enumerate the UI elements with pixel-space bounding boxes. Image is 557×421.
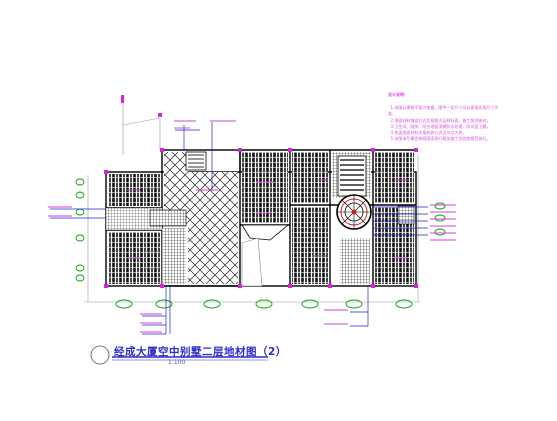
zone-room-mid-upper bbox=[292, 152, 328, 203]
planters bbox=[75, 178, 446, 309]
design-note-line: 1.本图以建筑平面为依据，图中一切尺寸均以现场实测尺寸为准， bbox=[388, 105, 499, 117]
leader-tags bbox=[48, 120, 456, 333]
stair-details bbox=[185, 151, 367, 287]
leader-lines bbox=[50, 122, 428, 335]
zone-living-diamond bbox=[188, 172, 238, 284]
zone-strip-left bbox=[106, 208, 162, 230]
design-note-line: 5.本图未尽事宜参照国家现行相关施工及验收规范执行。 bbox=[390, 135, 491, 141]
medallion bbox=[336, 194, 372, 230]
design-note-line: 2.地面材料铺设方式及规格详见材料表，施工前须核对， bbox=[390, 117, 491, 123]
design-notes: 设计说明： 1.本图以建筑平面为依据，图中一切尺寸均以现场实测尺寸为准， 2.地… bbox=[388, 80, 500, 142]
zone-room-mid-lower bbox=[292, 207, 328, 284]
drawing-scale: 1:100 bbox=[168, 359, 186, 366]
column-markers bbox=[104, 95, 418, 288]
drawing-title: 经成大厦空中别墅二层地材图（2） bbox=[114, 346, 287, 358]
dimension-lines bbox=[84, 100, 420, 303]
zone-room-right-upper bbox=[375, 152, 414, 203]
zone-room-center-upper bbox=[242, 152, 288, 223]
zone-bath-left bbox=[162, 228, 186, 284]
title-circle-marker bbox=[90, 345, 110, 365]
zone-bath-right bbox=[340, 238, 370, 284]
design-note-line: 4.各类地面材料交接处收口详见节点大样， bbox=[390, 129, 467, 135]
design-notes-heading: 设计说明： bbox=[388, 92, 408, 98]
fixture-block bbox=[149, 205, 415, 227]
design-note-line: 3.卫生间、厨房、阳台地面须做防水处理，防水层上翻， bbox=[390, 123, 491, 129]
